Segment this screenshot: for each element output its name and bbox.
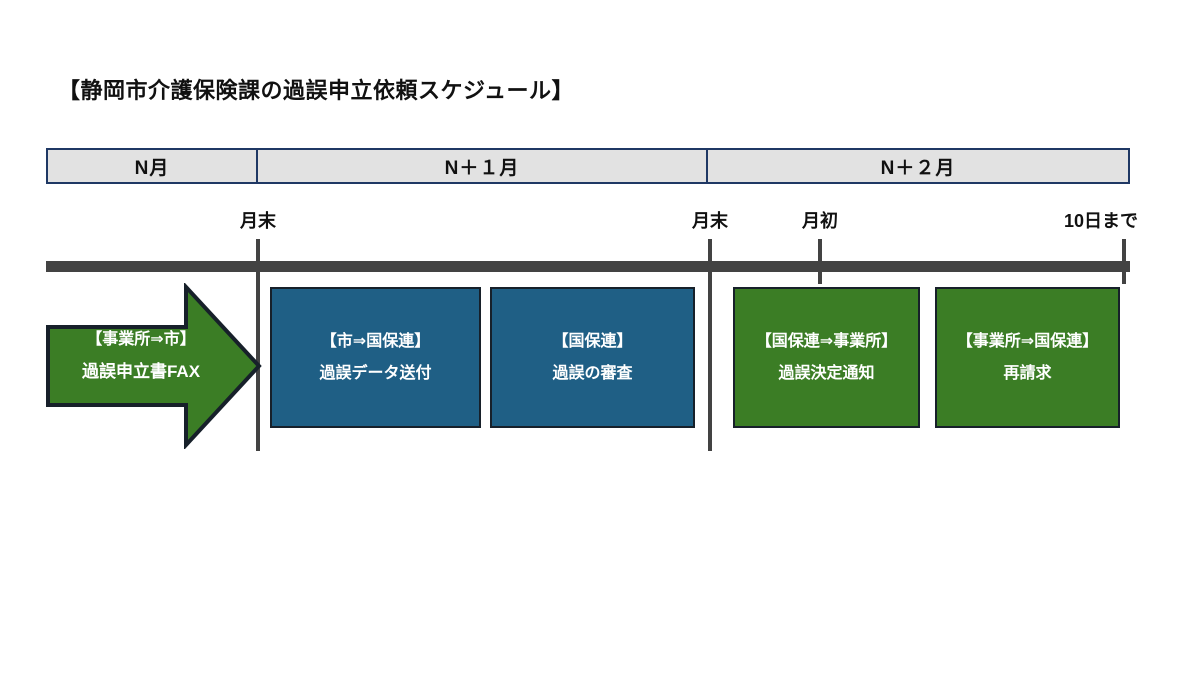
- step-box-line2: 過誤データ送付: [319, 364, 432, 382]
- arrow-label-line1: 【事業所⇒市】: [86, 331, 196, 348]
- timeline-axis: [46, 261, 1130, 272]
- step-box-line1: 【国保連⇒事業所】: [755, 332, 898, 350]
- step-box-line1: 【事業所⇒国保連】: [956, 332, 1099, 350]
- step-box-line2: 過誤決定通知: [778, 364, 875, 382]
- month-header-band: N月 N＋１月 N＋２月: [46, 148, 1130, 184]
- step-box-line2: 再請求: [1003, 364, 1052, 382]
- month-cell-n: N月: [48, 150, 256, 182]
- step-box-kokuhoren-to-jigyosho: 【国保連⇒事業所】 過誤決定通知: [733, 287, 920, 428]
- step-arrow-jigyosho-to-shi: 【事業所⇒市】 過誤申立書FAX: [46, 283, 262, 449]
- step-box-line2: 過誤の審査: [552, 364, 633, 382]
- arrow-label-group: 【事業所⇒市】 過誤申立書FAX: [56, 331, 226, 381]
- step-box-line1: 【市⇒国保連】: [320, 332, 431, 350]
- step-box-shi-to-kokuhoren: 【市⇒国保連】 過誤データ送付: [270, 287, 481, 428]
- tick-label-month-end-1: 月末: [240, 211, 276, 231]
- tick-label-month-end-2: 月末: [692, 211, 728, 231]
- step-box-kokuhoren-shinsa: 【国保連】 過誤の審査: [490, 287, 695, 428]
- month-cell-n-plus-2: N＋２月: [708, 150, 1128, 182]
- tick-mark-month-end-1: [256, 239, 260, 451]
- step-box-line1: 【国保連】: [552, 332, 633, 350]
- arrow-label-line2: 過誤申立書FAX: [81, 361, 201, 381]
- tick-label-month-start: 月初: [802, 211, 838, 231]
- tick-label-by-10th: 10日まで: [1063, 211, 1139, 231]
- step-box-jigyosho-to-kokuhoren: 【事業所⇒国保連】 再請求: [935, 287, 1120, 428]
- tick-mark-month-end-2: [708, 239, 712, 451]
- month-cell-n-plus-1: N＋１月: [258, 150, 706, 182]
- page-title: 【静岡市介護保険課の過誤申立依頼スケジュール】: [58, 78, 574, 103]
- arrow-shape-icon: [46, 283, 262, 449]
